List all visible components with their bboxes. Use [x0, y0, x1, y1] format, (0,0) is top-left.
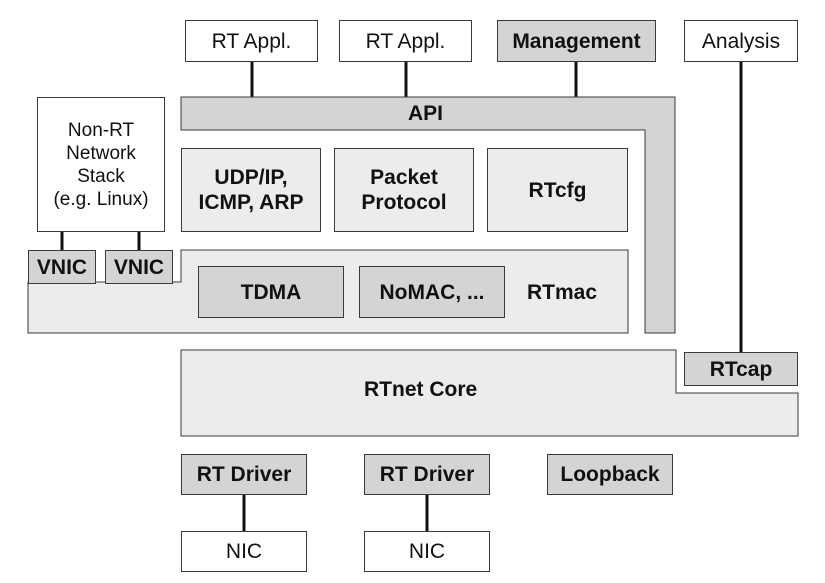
vnic-1-box: VNIC — [28, 250, 96, 284]
vnic-2-label: VNIC — [113, 255, 165, 279]
rtcap-label: RTcap — [709, 357, 773, 381]
rtcap-box: RTcap — [684, 352, 798, 386]
packet-protocol-line2: Protocol — [361, 191, 447, 214]
packet-protocol-box: Packet Protocol — [334, 148, 474, 232]
packet-protocol-line1: Packet — [370, 166, 438, 189]
management-box: Management — [497, 20, 656, 62]
rt-appl-2-label: RT Appl. — [365, 29, 446, 53]
vnic-2-box: VNIC — [105, 250, 173, 284]
analysis-box: Analysis — [684, 20, 798, 62]
rt-driver-2-label: RT Driver — [379, 463, 475, 486]
nomac-box: NoMAC, ... — [359, 266, 505, 318]
rt-appl-2-box: RT Appl. — [339, 20, 472, 62]
rtnet-core-region — [180, 349, 799, 437]
management-label: Management — [512, 29, 641, 53]
nic-1-label: NIC — [225, 540, 263, 563]
vnic-1-label: VNIC — [36, 255, 88, 279]
tdma-box: TDMA — [198, 266, 344, 318]
udp-ip-line2: ICMP, ARP — [198, 191, 304, 214]
non-rt-stack-line3: Stack — [77, 165, 125, 187]
api-band — [180, 96, 676, 334]
tdma-label: TDMA — [240, 280, 302, 304]
rtcfg-label: RTcfg — [528, 178, 587, 202]
api-label: API — [408, 102, 444, 125]
rt-appl-1-box: RT Appl. — [185, 20, 318, 62]
rt-driver-2-box: RT Driver — [364, 454, 490, 495]
udp-ip-line1: UDP/IP, — [214, 166, 288, 189]
analysis-label: Analysis — [701, 29, 781, 53]
udp-ip-box: UDP/IP, ICMP, ARP — [181, 148, 321, 232]
non-rt-stack-line4: (e.g. Linux) — [53, 188, 149, 210]
nic-2-box: NIC — [364, 531, 490, 572]
nomac-label: NoMAC, ... — [379, 280, 485, 304]
rt-driver-1-label: RT Driver — [196, 463, 292, 486]
loopback-box: Loopback — [547, 454, 673, 495]
rt-appl-1-label: RT Appl. — [211, 29, 292, 53]
loopback-label: Loopback — [560, 463, 660, 486]
non-rt-stack-box: Non-RT Network Stack (e.g. Linux) — [37, 97, 165, 232]
nic-1-box: NIC — [181, 531, 307, 572]
rt-driver-1-box: RT Driver — [181, 454, 307, 495]
rtmac-label: RTmac — [527, 281, 598, 304]
rtcfg-box: RTcfg — [487, 148, 628, 232]
rtnet-core-label: RTnet Core — [364, 378, 478, 401]
nic-2-label: NIC — [408, 540, 446, 563]
non-rt-stack-line1: Non-RT — [67, 119, 135, 141]
non-rt-stack-line2: Network — [66, 142, 136, 164]
